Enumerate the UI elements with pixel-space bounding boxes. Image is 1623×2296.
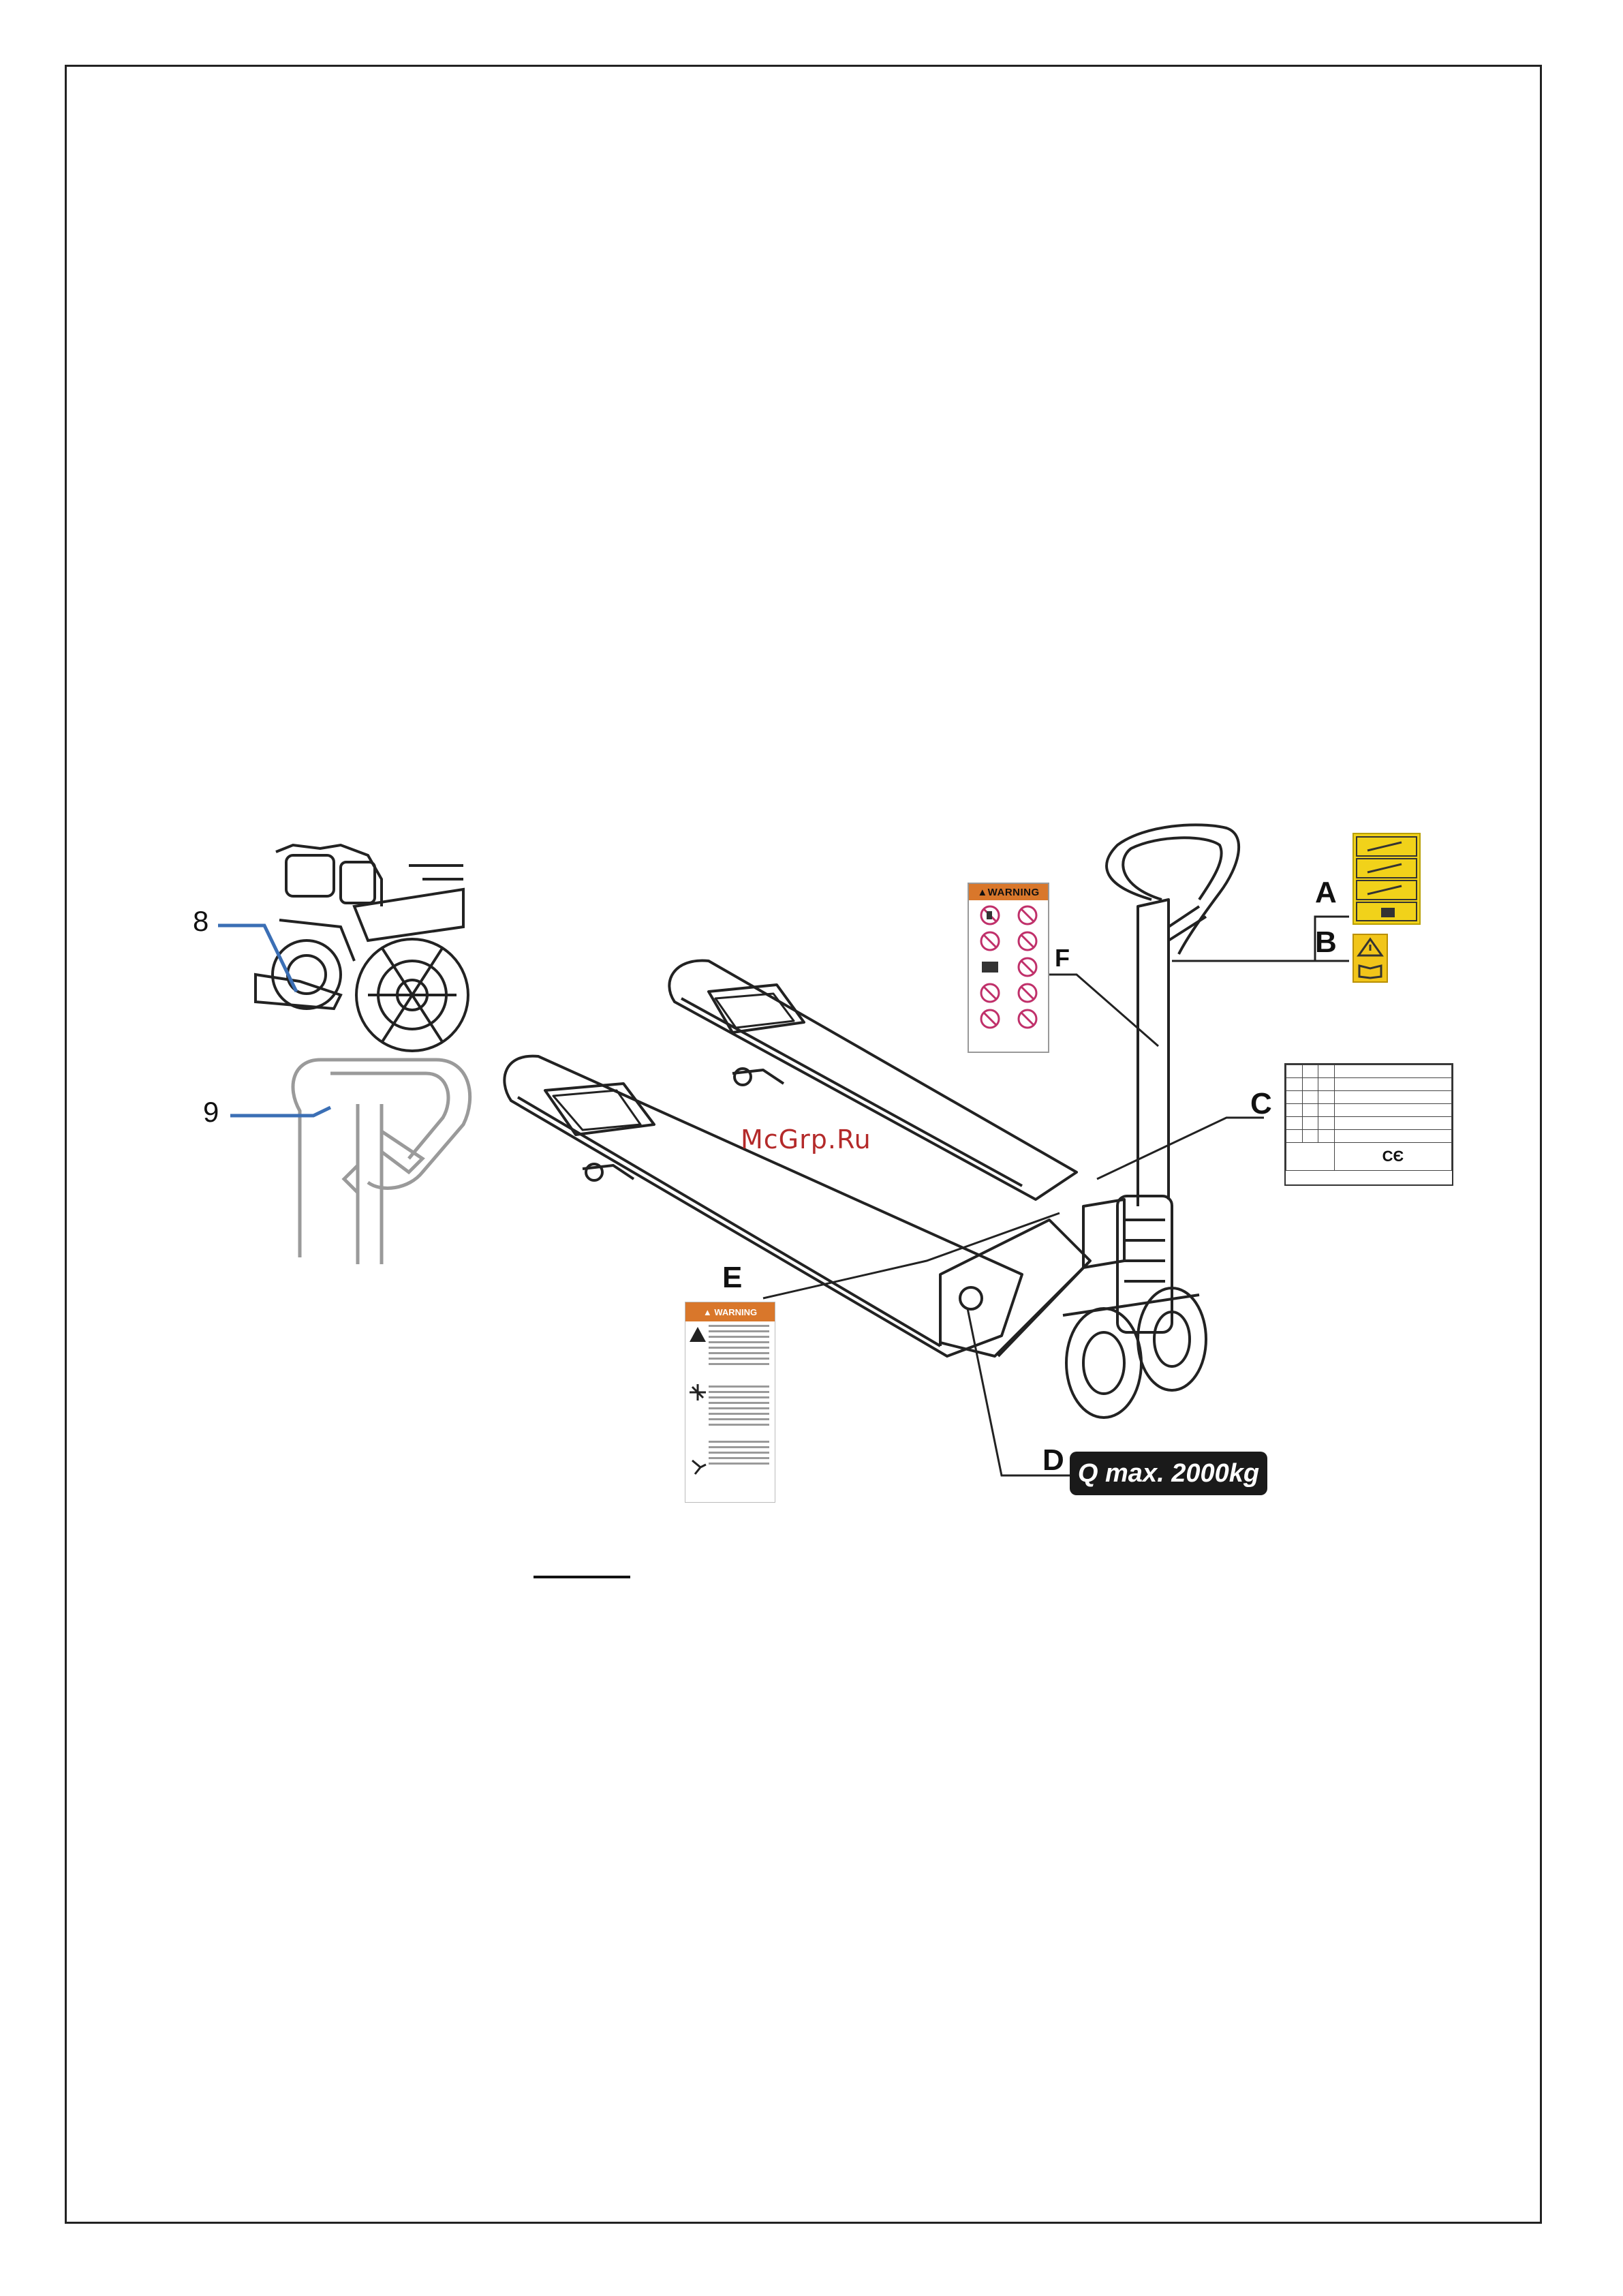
inset-handle-drawing [293, 1060, 470, 1264]
warning-triangle-icon [688, 1326, 707, 1343]
warning-header: ▲ WARNING [685, 1302, 775, 1321]
instruction-pictograms-icon [1354, 834, 1419, 923]
warning-triangle-icon: ▲ [703, 1307, 712, 1317]
callout-number-8: 8 [193, 905, 208, 938]
watermark: McGrp.Ru [741, 1124, 871, 1154]
prohibition-icon [1010, 956, 1044, 978]
warning-text-decal: ▲ WARNING [685, 1302, 775, 1503]
prohibition-icon [973, 982, 1006, 1004]
fall-hazard-icon [688, 1458, 707, 1477]
prohibition-icon [973, 1008, 1006, 1030]
label-letter-b: B [1315, 925, 1337, 960]
main-truck-drawing [504, 825, 1239, 1418]
label-letter-a: A [1315, 876, 1337, 910]
pictogram-grid [969, 900, 1048, 1034]
prohibition-icon [1010, 904, 1044, 926]
instruction-decal [1352, 833, 1421, 925]
caption-underline [534, 1576, 630, 1578]
prohibition-icon [973, 904, 1006, 926]
load-capacity-plate: Q max. 2000kg [1070, 1452, 1267, 1495]
label-letter-f: F [1055, 944, 1070, 973]
caution-decal [1352, 934, 1388, 983]
caution-triangle-icon [1357, 937, 1384, 958]
warning-triangle-icon: ▲ [977, 887, 987, 898]
ce-mark-icon: CЄ [1334, 1143, 1451, 1171]
mandatory-icon [973, 956, 1006, 978]
crush-hazard-icon [688, 1383, 707, 1402]
label-letter-e: E [722, 1261, 742, 1295]
warning-pictogram-decal: ▲ WARNING [968, 883, 1049, 1053]
callout-lines [218, 925, 330, 1116]
prohibition-icon [1010, 1008, 1044, 1030]
warning-header: ▲ WARNING [969, 884, 1048, 900]
label-letter-d: D [1042, 1443, 1064, 1478]
callout-number-9: 9 [203, 1096, 219, 1129]
label-letter-c: C [1250, 1087, 1272, 1121]
nameplate-table: CЄ [1286, 1065, 1452, 1171]
read-manual-icon [1357, 962, 1384, 979]
inset-foot-pedal-drawing [256, 845, 468, 1051]
prohibition-icon [1010, 930, 1044, 952]
prohibition-icon [1010, 982, 1044, 1004]
nameplate-decal: CЄ [1284, 1063, 1453, 1186]
prohibition-icon [973, 930, 1006, 952]
